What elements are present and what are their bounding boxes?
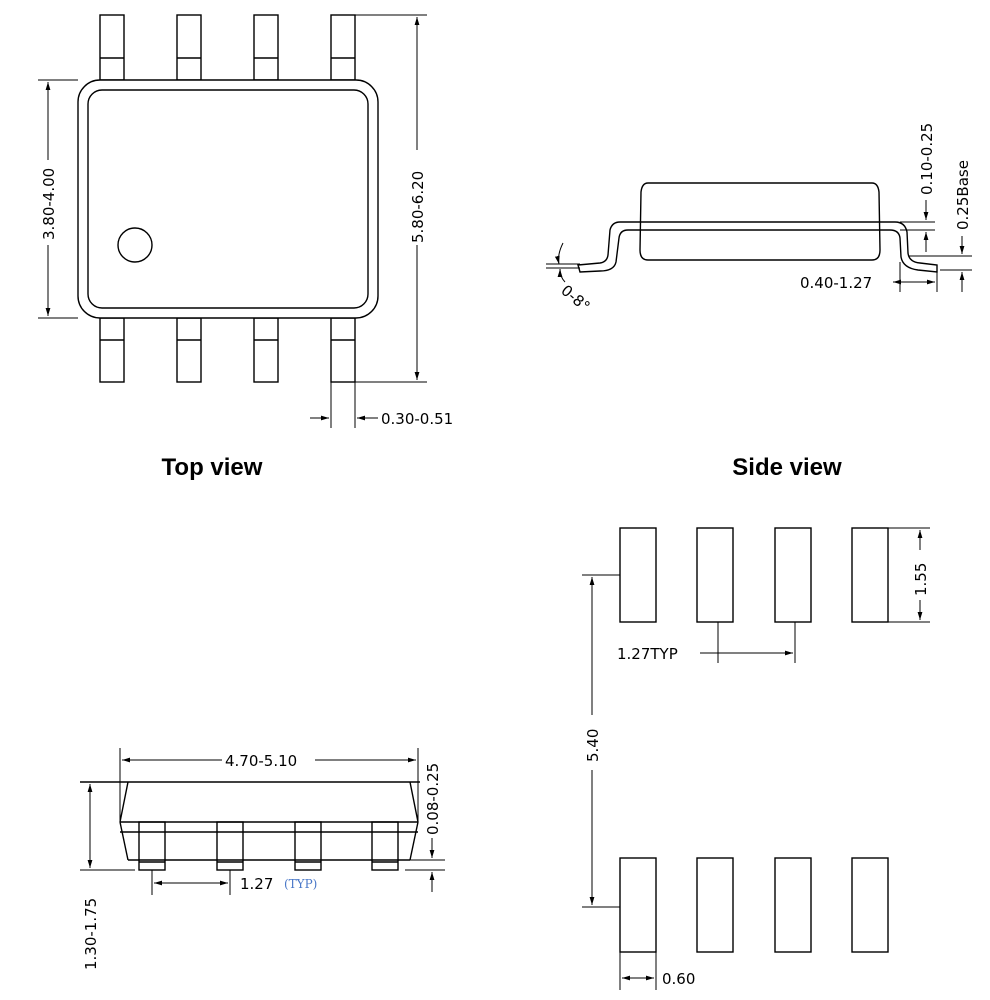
dim-overall-width: 5.80-6.20 <box>409 171 427 243</box>
top-view-title: Top view <box>162 454 263 481</box>
top-view: 3.80-4.00 5.80-6.20 0.30-0.51 Top view <box>38 14 453 481</box>
footprint: 1.55 1.27TYP 5.40 0.60 <box>582 527 930 990</box>
dim-height: 1.30-1.75 <box>82 898 100 970</box>
dim-front-pitch-note: (TYP) <box>284 877 317 891</box>
dim-pad-pitch: 1.27TYP <box>617 645 678 663</box>
dim-foot-length: 0.40-1.27 <box>800 274 872 292</box>
dim-lead-width: 0.30-0.51 <box>381 410 453 428</box>
side-body <box>639 182 881 261</box>
dim-body-width: 3.80-4.00 <box>40 168 58 240</box>
side-lead <box>577 221 938 273</box>
dim-length: 4.70-5.10 <box>225 752 297 770</box>
dim-front-pitch: 1.27 <box>240 875 273 893</box>
side-view: 0.10-0.25 0.25Base 0.40-1.27 0-8° Side v… <box>546 123 972 481</box>
dim-front-standoff: 0.08-0.25 <box>424 763 442 835</box>
dim-pad-width: 0.60 <box>662 970 695 988</box>
dim-angle: 0-8° <box>557 281 593 315</box>
footprint-pads <box>619 527 889 953</box>
front-view: 4.70-5.10 1.30-1.75 0.08-0.25 1.27 (TYP) <box>80 748 445 970</box>
pin1-marker <box>117 227 153 263</box>
package-body-inner <box>87 89 369 309</box>
dim-pad-length: 1.55 <box>912 563 930 596</box>
dim-lead-thickness: 0.25Base <box>954 160 972 230</box>
dim-row-span: 5.40 <box>584 729 602 762</box>
dim-standoff: 0.10-0.25 <box>918 123 936 195</box>
side-view-title: Side view <box>732 454 842 481</box>
package-body-outer <box>77 79 379 319</box>
